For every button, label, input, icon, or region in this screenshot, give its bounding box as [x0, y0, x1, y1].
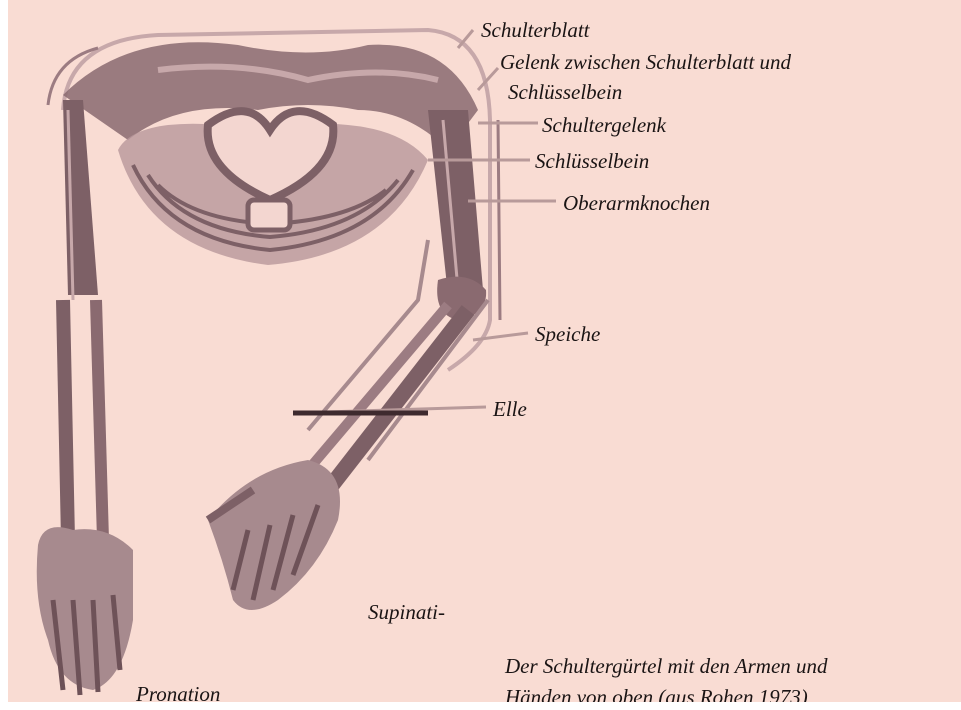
- label-gelenk-line2: Schlüsselbein: [508, 80, 622, 104]
- left-forearm-ulna: [96, 300, 103, 540]
- left-forearm-radius: [63, 300, 68, 540]
- caption-line1: Der Schultergürtel mit den Armen und: [505, 651, 828, 682]
- sternum: [248, 200, 290, 230]
- diagram-canvas: Schulterblatt Gelenk zwischen Schulterbl…: [8, 0, 961, 702]
- label-supination: Supinati-: [368, 600, 445, 624]
- label-schultergelenk: Schultergelenk: [542, 113, 666, 137]
- shoulder-girdle-illustration: [8, 0, 961, 702]
- label-speiche: Speiche: [535, 322, 600, 346]
- label-gelenk-line1: Gelenk zwischen Schulterblatt und: [500, 50, 791, 74]
- caption: Der Schultergürtel mit den Armen und Hän…: [505, 651, 828, 702]
- label-schluesselbein: Schlüsselbein: [535, 149, 649, 173]
- pointer-speiche: [473, 333, 528, 340]
- label-oberarmknochen: Oberarmknochen: [563, 191, 710, 215]
- caption-line2: Händen von oben (aus Rohen 1973): [505, 682, 828, 702]
- label-elle: Elle: [493, 397, 527, 421]
- label-pronation: Pronation: [136, 682, 220, 702]
- right-forearm-radius: [328, 310, 468, 490]
- label-schulterblatt: Schulterblatt: [481, 18, 590, 42]
